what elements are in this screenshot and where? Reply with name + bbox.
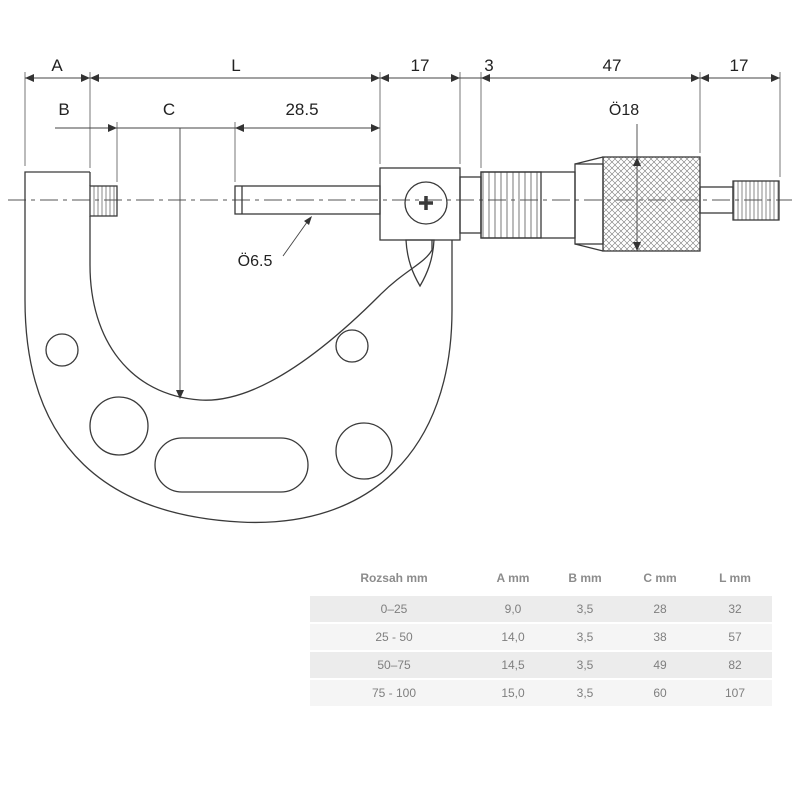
frame-hole-large-left xyxy=(89,396,149,456)
lock-lever xyxy=(405,239,435,288)
table-row: 25 - 50 14,0 3,5 38 57 xyxy=(310,624,772,650)
leader-dia6-5 xyxy=(282,217,311,257)
anvil xyxy=(89,185,118,217)
column-header-c: C mm xyxy=(622,562,698,594)
dim-label-17-left: 17 xyxy=(411,56,430,75)
table-cell: 49 xyxy=(622,652,698,678)
table-cell: 82 xyxy=(698,652,772,678)
table-cell: 3,5 xyxy=(548,624,622,650)
table-cell: 107 xyxy=(698,680,772,706)
table-row: 0–25 9,0 3,5 28 32 xyxy=(310,596,772,622)
micrometer-technical-drawing: A L 17 3 47 17 B C 28.5 Ö18 Ö6.5 xyxy=(8,56,792,524)
micrometer-drawing-svg: A L 17 3 47 17 B C 28.5 Ö18 Ö6.5 xyxy=(8,56,792,524)
dimension-labels: A L 17 3 47 17 B C 28.5 Ö18 Ö6.5 xyxy=(51,56,748,270)
dim-label-47: 47 xyxy=(603,56,622,75)
dim-label-3: 3 xyxy=(484,56,493,75)
table-cell: 3,5 xyxy=(548,680,622,706)
frame-inner-outline xyxy=(89,232,433,401)
frame-hole-large-right xyxy=(335,422,393,480)
table-row: 50–75 14,5 3,5 49 82 xyxy=(310,652,772,678)
thimble-front xyxy=(574,163,604,245)
table-cell: 75 - 100 xyxy=(310,680,478,706)
frame-outer-outline xyxy=(24,171,453,524)
dim-label-dia6-5: Ö6.5 xyxy=(238,252,273,270)
table-cell: 3,5 xyxy=(548,652,622,678)
table-cell: 38 xyxy=(622,624,698,650)
table-cell: 3,5 xyxy=(548,596,622,622)
barrel-graduations xyxy=(480,171,542,239)
table-cell: 28 xyxy=(622,596,698,622)
thimble-bevel-lines xyxy=(574,156,604,252)
dim-label-dia18: Ö18 xyxy=(609,101,639,119)
lock-screw xyxy=(404,181,448,225)
table-cell: 50–75 xyxy=(310,652,478,678)
dimension-table: Rozsah mm A mm B mm C mm L mm 0–25 9,0 3… xyxy=(310,562,772,708)
table-cell: 32 xyxy=(698,596,772,622)
table-cell: 0–25 xyxy=(310,596,478,622)
column-header-rozsah: Rozsah mm xyxy=(310,562,478,594)
dimension-arrows xyxy=(25,74,780,399)
column-header-a: A mm xyxy=(478,562,548,594)
column-header-b: B mm xyxy=(548,562,622,594)
table-header-row: Rozsah mm A mm B mm C mm L mm xyxy=(310,562,772,594)
table-cell: 14,5 xyxy=(478,652,548,678)
hub xyxy=(379,167,461,288)
dim-label-17-right: 17 xyxy=(730,56,749,75)
table-cell: 15,0 xyxy=(478,680,548,706)
frame-hole-small-left xyxy=(45,333,79,367)
table-cell: 25 - 50 xyxy=(310,624,478,650)
dim-label-c: C xyxy=(163,100,175,119)
sleeve-barrel xyxy=(459,171,576,239)
dim-label-a: A xyxy=(51,56,63,75)
dim-label-l: L xyxy=(231,56,240,75)
frame-slot xyxy=(154,437,309,493)
table-cell: 60 xyxy=(622,680,698,706)
extension-lines xyxy=(24,72,781,182)
lock-screw-cross-icon xyxy=(419,196,433,210)
table-cell: 9,0 xyxy=(478,596,548,622)
dim-label-b: B xyxy=(58,100,69,119)
ratchet-knob xyxy=(732,180,780,221)
table-cell: 57 xyxy=(698,624,772,650)
thimble xyxy=(574,156,701,252)
thimble-knurled-grip xyxy=(602,156,701,252)
dim-label-28-5: 28.5 xyxy=(285,100,318,119)
frame xyxy=(24,171,453,524)
frame-hole-small-right xyxy=(335,329,369,363)
collar xyxy=(459,176,482,234)
column-header-l: L mm xyxy=(698,562,772,594)
table-cell: 14,0 xyxy=(478,624,548,650)
ratchet xyxy=(699,180,780,221)
table-row: 75 - 100 15,0 3,5 60 107 xyxy=(310,680,772,706)
